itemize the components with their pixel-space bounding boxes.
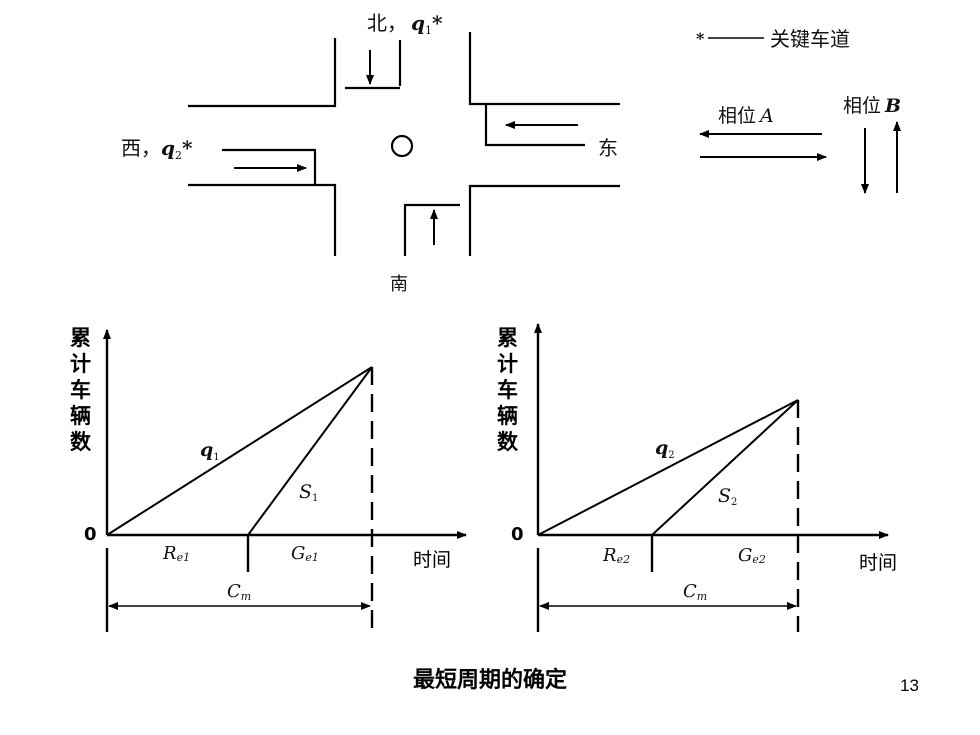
left-ylabel-char-3: 车	[70, 378, 91, 402]
left-cycle-label: Cm	[227, 581, 251, 603]
right-cycle-label: Cm	[683, 581, 707, 603]
right-departure-label: S2	[718, 485, 737, 508]
left-green-label: Ge1	[291, 543, 319, 564]
south-lane-divider	[403, 203, 460, 256]
south-label: 南	[390, 274, 408, 295]
slide-caption: 最短周期的确定	[412, 668, 567, 693]
left-departure-line	[247, 366, 373, 536]
road-edge-ne	[468, 32, 620, 106]
right-ylabel-char-1: 累	[497, 326, 518, 350]
east-lane-divider	[484, 104, 585, 147]
right-origin-label: 0	[511, 524, 524, 545]
left-cumulative-chart: 累 计 车 辆 数 0 时间 q1 S1 Re1 Ge1	[70, 326, 467, 632]
left-ylabel-char-5: 数	[70, 430, 92, 454]
intersection-center-marker	[390, 134, 414, 158]
road-edge-sw	[188, 183, 337, 256]
left-xlabel: 时间	[413, 549, 451, 571]
right-arrival-line	[537, 399, 799, 536]
road-edge-nw	[188, 38, 337, 108]
right-ylabel-char-5: 数	[497, 430, 519, 454]
left-origin-label: 0	[84, 524, 97, 545]
west-label: 西，q2*	[121, 136, 193, 162]
page-number: 13	[900, 676, 919, 695]
left-red-label: Re1	[162, 543, 190, 564]
right-ylabel-char-3: 车	[497, 378, 518, 402]
east-label: 东	[598, 136, 618, 160]
left-arrival-line	[106, 366, 373, 536]
right-xlabel: 时间	[859, 552, 897, 574]
legend-key-lane: 关键车道	[770, 27, 850, 51]
right-arrival-label: q2	[655, 437, 675, 461]
right-green-label: Ge2	[738, 545, 766, 566]
west-lane-divider	[222, 148, 317, 184]
legend-star: *	[696, 29, 705, 48]
left-ylabel-char-2: 计	[70, 352, 91, 376]
right-cumulative-chart: 累 计 车 辆 数 0 时间 q2 S2 Re2 Ge2 Cm	[497, 323, 897, 632]
right-red-label: Re2	[602, 545, 630, 566]
intersection-diagram	[188, 32, 620, 256]
right-ylabel-char-2: 计	[497, 352, 518, 376]
right-departure-line	[651, 399, 799, 536]
north-label: 北，q1*	[367, 11, 443, 37]
left-ylabel-char-1: 累	[70, 326, 91, 350]
left-ylabel-char-4: 辆	[70, 404, 91, 428]
left-arrival-label: q1	[200, 439, 220, 463]
right-ylabel-char-4: 辆	[497, 404, 518, 428]
road-edge-se	[468, 184, 620, 256]
left-departure-label: S1	[299, 481, 318, 504]
